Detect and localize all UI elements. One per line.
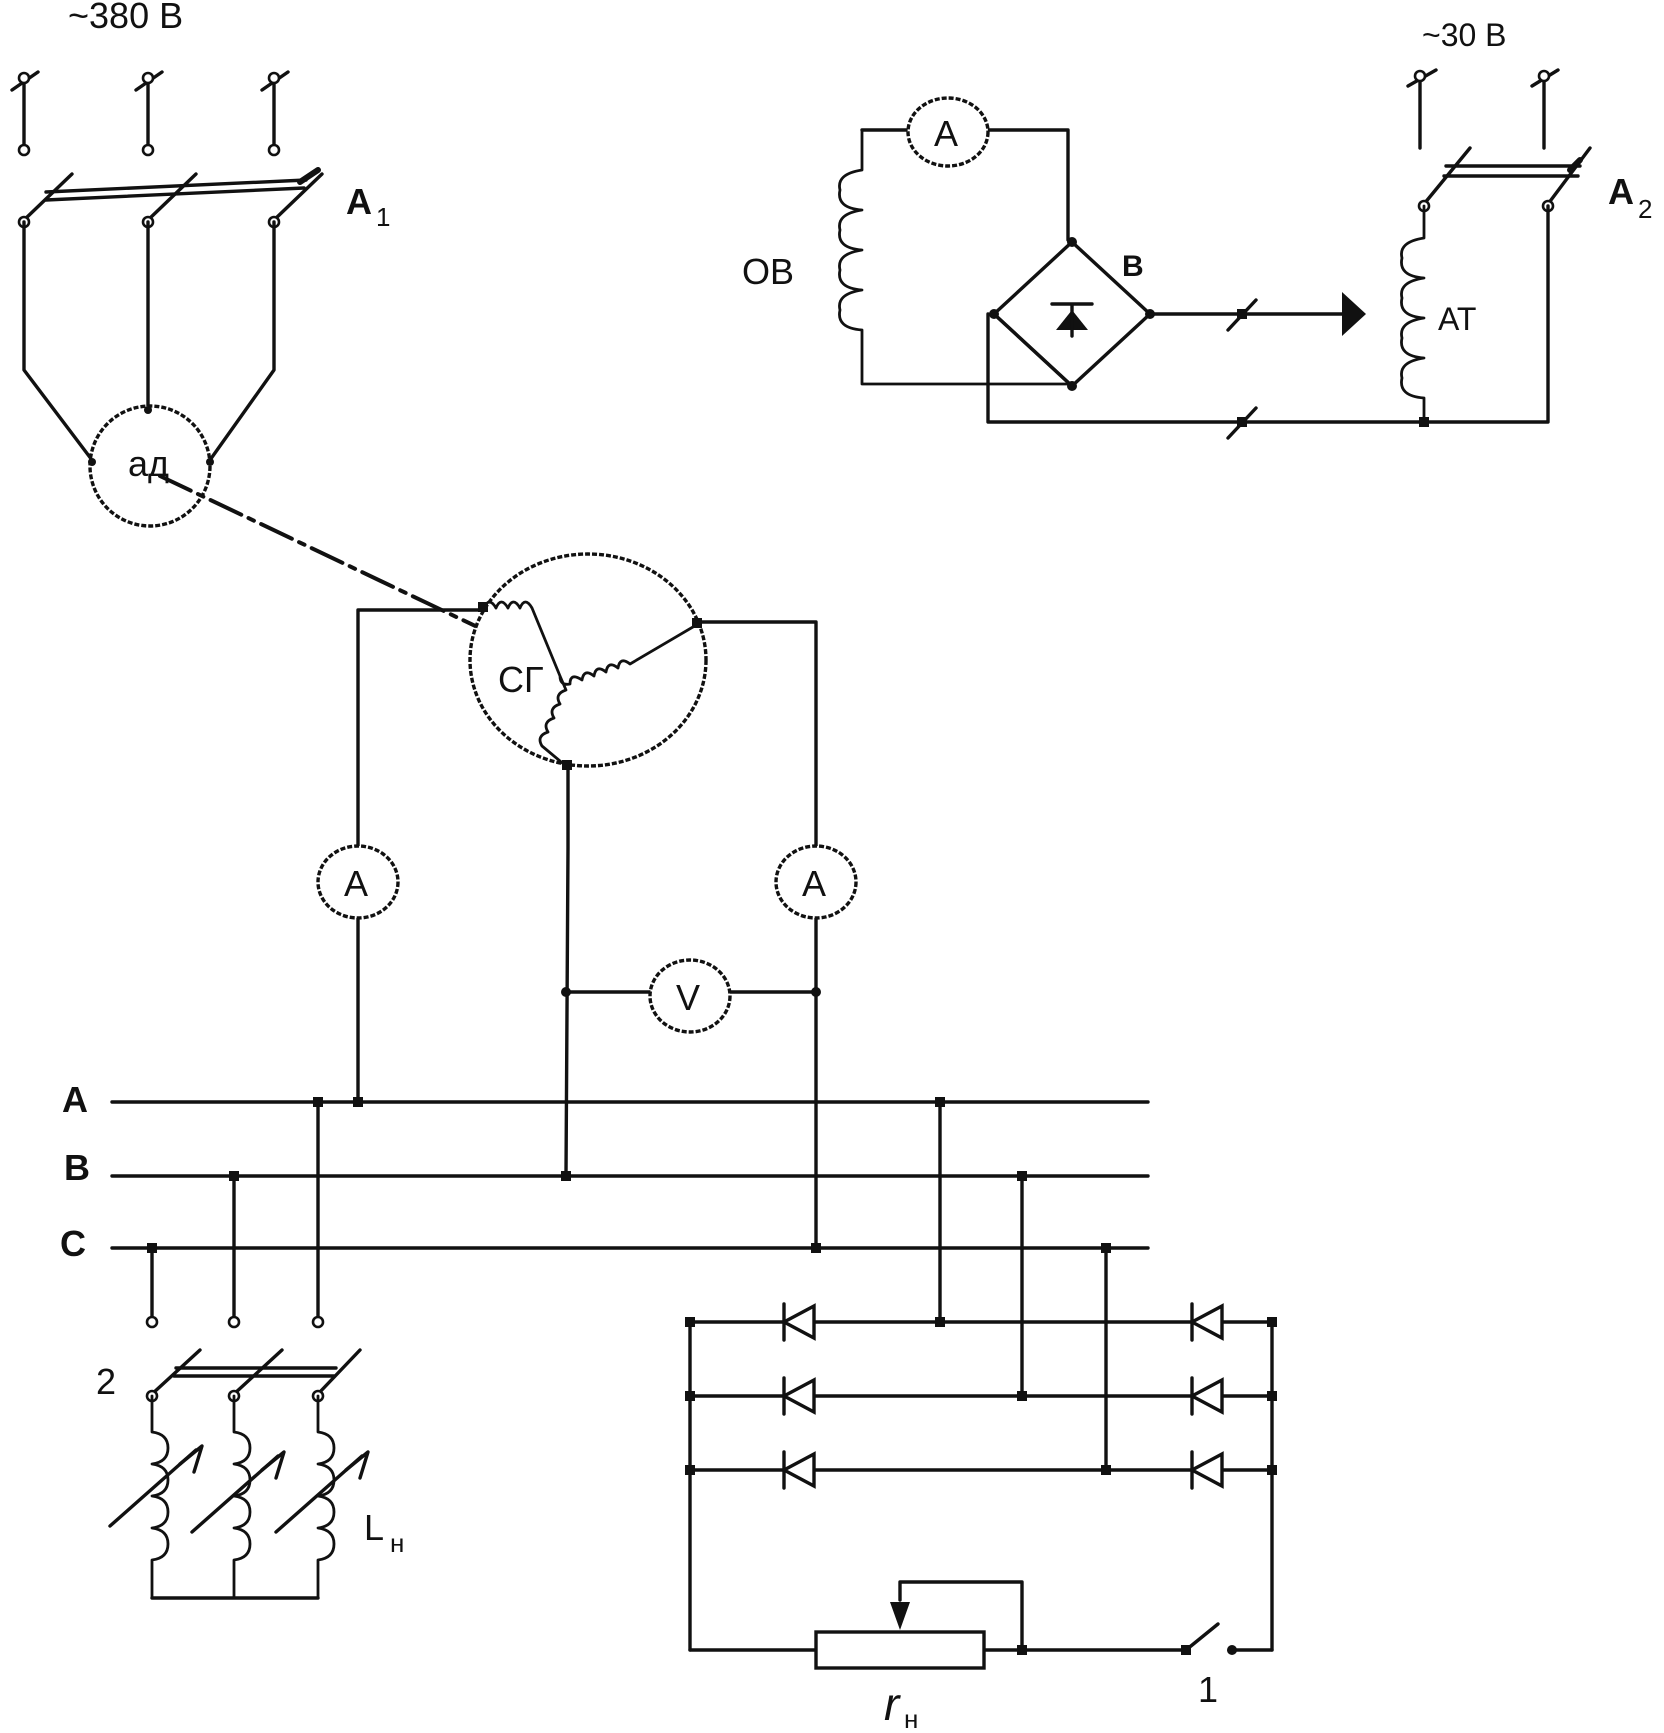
- switch-a1: А 1: [17, 167, 390, 232]
- inductor-label: L: [364, 1507, 384, 1548]
- supply-aux-label: ~30 В: [1422, 17, 1507, 53]
- switch-a1-label: А: [346, 181, 372, 222]
- rectifier-load-feed: [935, 1097, 1111, 1472]
- induction-motor: ад: [88, 404, 214, 528]
- inductive-load-feed: [145, 1097, 325, 1329]
- switch-a2-subscript: 2: [1638, 194, 1652, 224]
- synchronous-generator: СГ: [468, 552, 708, 770]
- mechanical-shaft-coupling: [158, 474, 532, 654]
- main-supply-input: ~380 В: [10, 0, 290, 157]
- diodes: [780, 1302, 1224, 1490]
- aux-supply-input: ~30 В: [1406, 17, 1560, 150]
- bus-a-label: А: [62, 1079, 88, 1120]
- resistor-subscript: н: [904, 1704, 918, 1733]
- rectifier-bridge-v: В: [986, 237, 1426, 440]
- load-resistor: r н: [688, 1580, 1027, 1733]
- resistor-label: r: [884, 1678, 901, 1730]
- diode-bridge-rows: [685, 1317, 1277, 1652]
- switch-2-label: 2: [96, 1361, 116, 1402]
- inductor-subscript: н: [390, 1528, 404, 1558]
- rectifier-bridge-label: В: [1122, 250, 1144, 283]
- ammeter-left-label: А: [344, 863, 368, 904]
- field-winding: ОВ: [742, 128, 1074, 386]
- generator-output-wires: [356, 608, 821, 1252]
- bus-c-label: С: [60, 1223, 86, 1264]
- autotransformer: АТ: [1400, 204, 1550, 427]
- autotransformer-label: АТ: [1438, 301, 1476, 337]
- switch-a1-subscript: 1: [376, 202, 390, 232]
- ammeter-field-label: А: [934, 113, 958, 154]
- switch-a2-label: А: [1608, 171, 1634, 212]
- ammeter-field: А: [906, 96, 990, 168]
- generator-label: СГ: [498, 659, 544, 700]
- bus-b-label: В: [64, 1147, 90, 1188]
- supply-main-label: ~380 В: [68, 0, 183, 36]
- voltmeter: V: [648, 958, 732, 1034]
- switch-2: 2: [96, 1348, 362, 1403]
- three-phase-buses: А В С: [60, 1079, 1150, 1264]
- voltmeter-label: V: [676, 977, 700, 1018]
- field-winding-label: ОВ: [742, 251, 794, 292]
- variable-inductors: L н: [108, 1394, 404, 1600]
- motor-feed-wires: [22, 220, 276, 462]
- switch-1-label: 1: [1198, 1669, 1218, 1710]
- switch-1: 1: [1020, 1622, 1274, 1710]
- switch-a2: А 2: [1417, 146, 1652, 224]
- ammeter-left: А: [316, 844, 400, 920]
- ammeter-right: А: [774, 844, 858, 920]
- ammeter-right-label: А: [802, 863, 826, 904]
